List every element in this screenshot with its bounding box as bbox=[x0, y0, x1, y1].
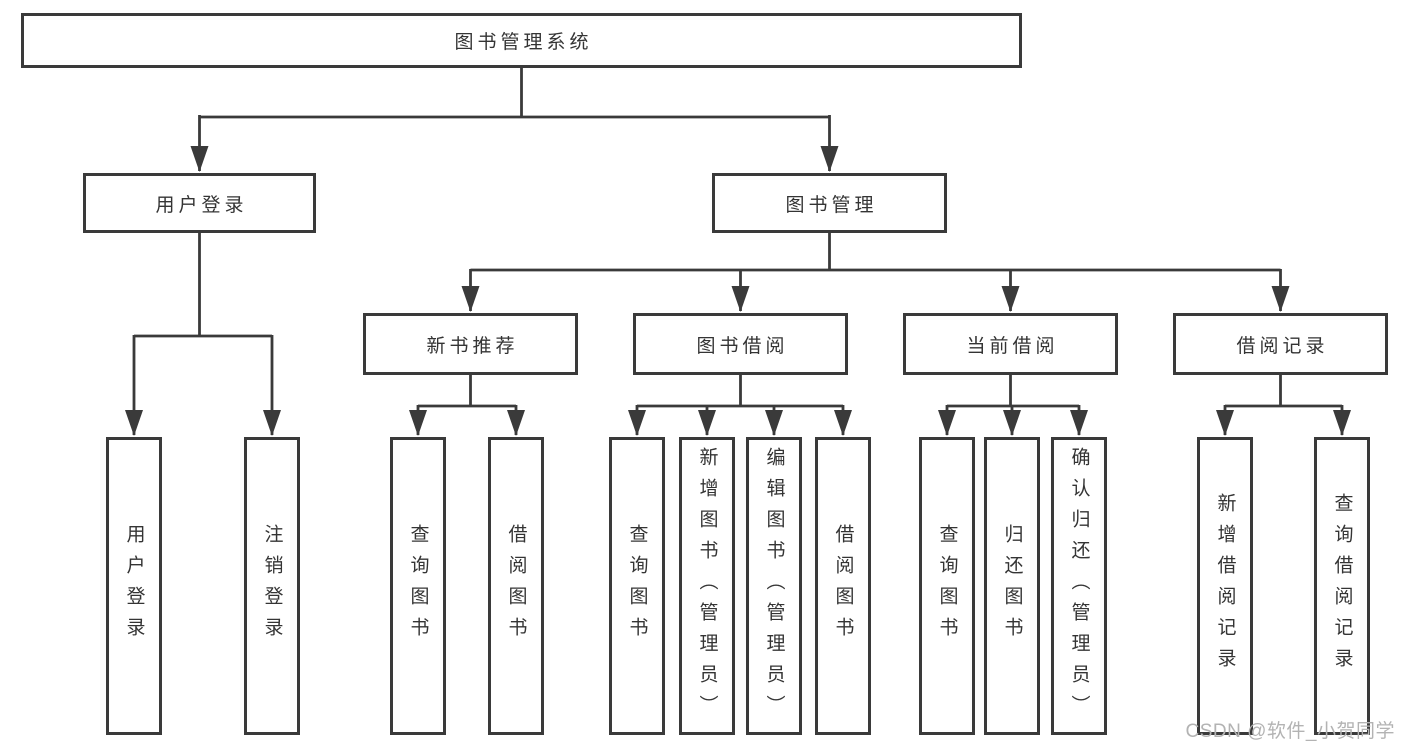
leaf-confirm-return-admin: 确认归还（管理员） bbox=[1051, 437, 1107, 735]
node-library-management-system: 图书管理系统 bbox=[21, 13, 1022, 68]
leaf-logout: 注销登录 bbox=[244, 437, 300, 735]
leaf-add-book-admin: 新增图书（管理员） bbox=[679, 437, 735, 735]
node-current-borrowing: 当前借阅 bbox=[903, 313, 1118, 375]
node-new-book-recommendation: 新书推荐 bbox=[363, 313, 578, 375]
leaf-add-borrow-record: 新增借阅记录 bbox=[1197, 437, 1253, 735]
node-book-management: 图书管理 bbox=[712, 173, 947, 233]
leaf-return-book: 归还图书 bbox=[984, 437, 1040, 735]
leaf-query-books-borrowing: 查询图书 bbox=[609, 437, 665, 735]
csdn-watermark: CSDN @软件_小贺同学 bbox=[1185, 721, 1395, 742]
node-borrowing-records: 借阅记录 bbox=[1173, 313, 1388, 375]
leaf-query-borrow-record: 查询借阅记录 bbox=[1314, 437, 1370, 735]
leaf-query-books-recommendation: 查询图书 bbox=[390, 437, 446, 735]
leaf-user-login: 用户登录 bbox=[106, 437, 162, 735]
node-book-borrowing: 图书借阅 bbox=[633, 313, 848, 375]
leaf-borrow-books-borrowing: 借阅图书 bbox=[815, 437, 871, 735]
node-user-login: 用户登录 bbox=[83, 173, 316, 233]
leaf-borrow-books-recommendation: 借阅图书 bbox=[488, 437, 544, 735]
leaf-edit-book-admin: 编辑图书（管理员） bbox=[746, 437, 802, 735]
leaf-query-books-current: 查询图书 bbox=[919, 437, 975, 735]
